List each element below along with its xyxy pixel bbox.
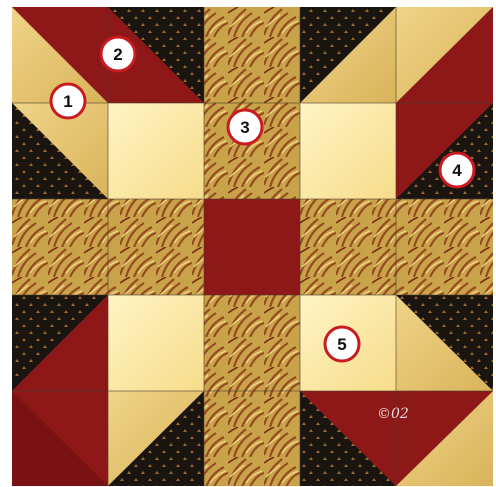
badge-5-label: 5 [337,335,346,354]
patch-r3c4 [300,199,396,295]
badge-1: 1 [51,84,85,118]
patch-r3c1 [12,199,108,295]
patch-r3c5 [396,199,493,295]
patch-r4c2 [108,295,204,391]
badge-2-label: 2 [113,45,122,64]
badge-4: 4 [440,153,474,187]
badge-4-label: 4 [452,161,462,180]
patch-r2c4 [300,103,396,199]
patch-r2c5 [396,103,493,199]
patch-r4c3 [204,295,300,391]
patch-r4c5 [396,295,493,391]
badge-3-label: 3 [240,118,249,137]
patch-r1c4 [300,7,396,103]
patch-r5c3 [204,391,300,486]
patch-r2c2 [108,103,204,199]
patch-r3c2 [108,199,204,295]
patch-r5c5 [396,391,493,486]
badge-2: 2 [101,37,135,71]
copyright-mark: ©02 [377,406,409,422]
badge-3: 3 [228,110,262,144]
patch-r4c1 [12,295,108,391]
patch-r3c3 [204,199,300,295]
patch-r1c5 [396,7,493,103]
badge-5: 5 [325,327,359,361]
badge-1-label: 1 [63,92,72,111]
quilt-block-diagram: 1 2 3 4 5 ©02 [12,7,493,486]
patch-r5c2 [108,391,204,486]
patch-r1c3 [204,7,300,103]
patch-r5c1 [12,391,108,486]
